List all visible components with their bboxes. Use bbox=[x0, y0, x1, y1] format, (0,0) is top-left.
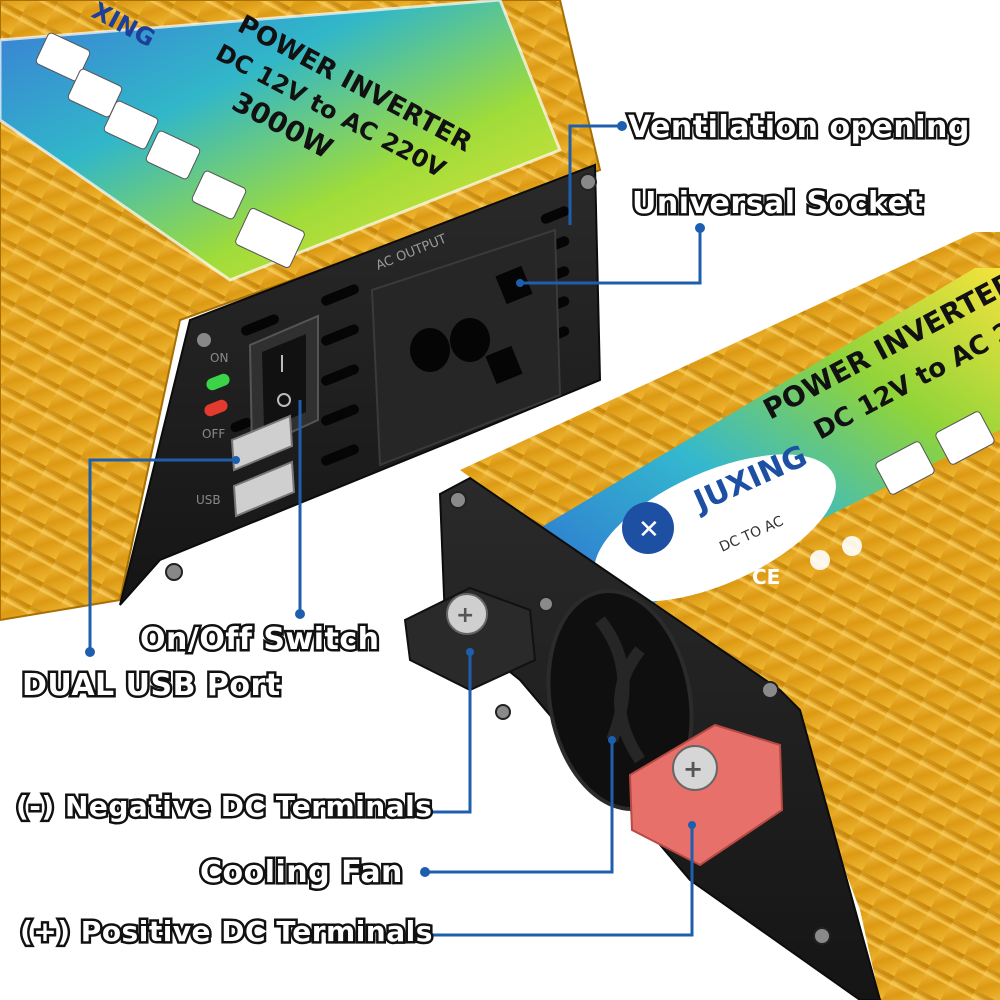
front-screws bbox=[449, 491, 831, 945]
callout-positive: (+) Positive DC Terminals bbox=[18, 913, 435, 951]
off-text: OFF bbox=[202, 427, 225, 441]
appliance-icons bbox=[35, 32, 305, 268]
on-text: ON bbox=[210, 351, 228, 365]
leader-dots bbox=[85, 121, 705, 940]
on-led bbox=[206, 373, 230, 391]
callout-fan: Cooling Fan bbox=[198, 853, 405, 893]
callout-negative: (-) Negative DC Terminals bbox=[13, 788, 434, 826]
front-appliance-icons bbox=[875, 411, 995, 495]
negative-terminal[interactable]: + bbox=[403, 586, 537, 692]
usb-text: USB bbox=[196, 493, 221, 507]
positive-screw-icon: + bbox=[683, 755, 703, 783]
callout-usb: DUAL USB Port bbox=[20, 666, 283, 706]
negative-screw-icon: + bbox=[456, 603, 474, 628]
universal-socket[interactable] bbox=[370, 228, 562, 467]
eco-icon bbox=[842, 536, 862, 556]
ce-mark: CE bbox=[752, 565, 780, 589]
callout-ventilation: Ventilation opening bbox=[626, 108, 972, 148]
brand-logo-icon: ✕ bbox=[638, 515, 660, 545]
cooling-fan[interactable] bbox=[532, 580, 708, 821]
leader-lines bbox=[88, 124, 702, 937]
back-label bbox=[0, 0, 560, 280]
back-inverter: XING POWER INVERTER DC 12V to AC 220V 30… bbox=[0, 0, 602, 622]
recycle-icon bbox=[810, 550, 830, 570]
front-inverter: ✕ JUXING DC TO AC POWER INVERTER DC 12V … bbox=[403, 232, 1000, 1000]
callout-switch: On/Off Switch bbox=[137, 620, 381, 660]
positive-terminal[interactable]: + bbox=[628, 723, 784, 867]
callout-socket: Universal Socket bbox=[629, 184, 925, 224]
off-led bbox=[204, 399, 228, 417]
